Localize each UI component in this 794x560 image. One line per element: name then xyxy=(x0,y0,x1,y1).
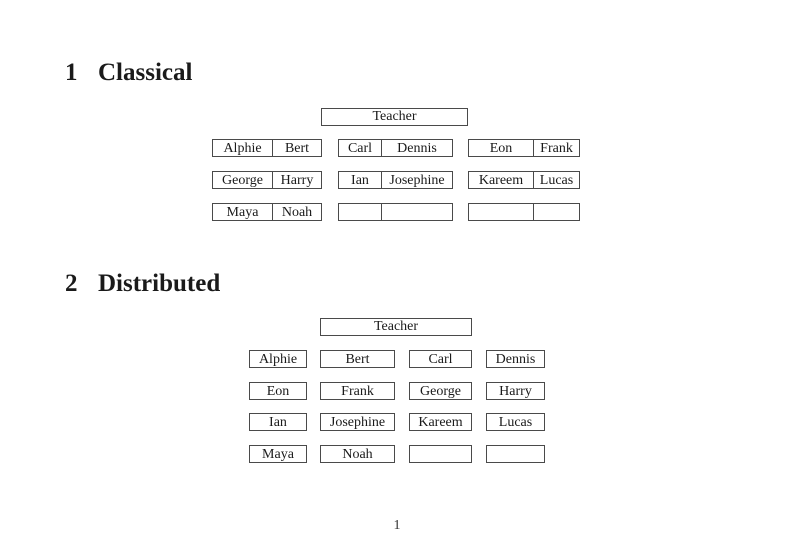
empty-seat xyxy=(381,204,452,220)
student-seat: Carl xyxy=(347,140,373,156)
student-seat: Lucas xyxy=(486,413,545,431)
student-seat: Harry xyxy=(272,172,321,188)
desk-pair: George Harry xyxy=(212,171,322,189)
distributed-row-2: Eon Frank George Harry xyxy=(249,382,545,400)
student-seat: Ian xyxy=(249,413,307,431)
student-seat: Kareem xyxy=(478,172,524,188)
student-seat: Eon xyxy=(249,382,307,400)
teacher-box-classical: Teacher xyxy=(321,108,468,126)
desk-pair: Eon Frank xyxy=(468,139,580,157)
student-seat: George xyxy=(409,382,472,400)
section-number: 1 xyxy=(65,59,78,86)
student-seat: Eon xyxy=(489,140,513,156)
distributed-row-4: Maya Noah xyxy=(249,445,545,463)
student-seat: Noah xyxy=(272,204,321,220)
desk-pair: Maya Noah xyxy=(212,203,322,221)
desk-pair: Ian Josephine xyxy=(338,171,453,189)
desk-pair xyxy=(468,203,580,221)
page-number: 1 xyxy=(393,518,401,533)
distributed-row-1: Alphie Bert Carl Dennis xyxy=(249,350,545,368)
desk-pair: Kareem Lucas xyxy=(468,171,580,189)
student-seat: Josephine xyxy=(320,413,395,431)
classical-desk-group-1: Alphie Bert George Harry Maya Noah xyxy=(212,139,322,221)
empty-seat xyxy=(339,204,381,220)
empty-seat xyxy=(469,204,533,220)
section-title: Distributed xyxy=(98,270,221,297)
student-seat: Alphie xyxy=(249,350,307,368)
desk-pair: Alphie Bert xyxy=(212,139,322,157)
student-seat: Lucas xyxy=(533,172,579,188)
student-seat: Frank xyxy=(533,140,579,156)
desk-pair xyxy=(338,203,453,221)
section-number: 2 xyxy=(65,270,78,297)
teacher-box-distributed: Teacher xyxy=(320,318,472,336)
student-seat: Dennis xyxy=(486,350,545,368)
classical-desk-group-2: Carl Dennis Ian Josephine xyxy=(338,139,453,221)
student-seat: Noah xyxy=(320,445,395,463)
empty-seat xyxy=(533,204,579,220)
section-heading-distributed: 2 Distributed xyxy=(65,271,220,296)
empty-seat xyxy=(486,445,545,463)
student-seat: Josephine xyxy=(381,172,452,188)
student-seat: Bert xyxy=(320,350,395,368)
student-seat: Maya xyxy=(226,204,259,220)
student-seat: Harry xyxy=(486,382,545,400)
empty-seat xyxy=(409,445,472,463)
distributed-row-3: Ian Josephine Kareem Lucas xyxy=(249,413,545,431)
section-title: Classical xyxy=(98,59,193,86)
student-seat: Ian xyxy=(351,172,369,188)
student-seat: George xyxy=(222,172,263,188)
student-seat: Alphie xyxy=(223,140,262,156)
student-seat: Bert xyxy=(272,140,321,156)
classical-desk-group-3: Eon Frank Kareem Lucas xyxy=(468,139,580,221)
student-seat: Frank xyxy=(320,382,395,400)
section-heading-classical: 1 Classical xyxy=(65,60,192,85)
student-seat: Maya xyxy=(249,445,307,463)
student-seat: Kareem xyxy=(409,413,472,431)
student-seat: Dennis xyxy=(381,140,452,156)
student-seat: Carl xyxy=(409,350,472,368)
desk-pair: Carl Dennis xyxy=(338,139,453,157)
